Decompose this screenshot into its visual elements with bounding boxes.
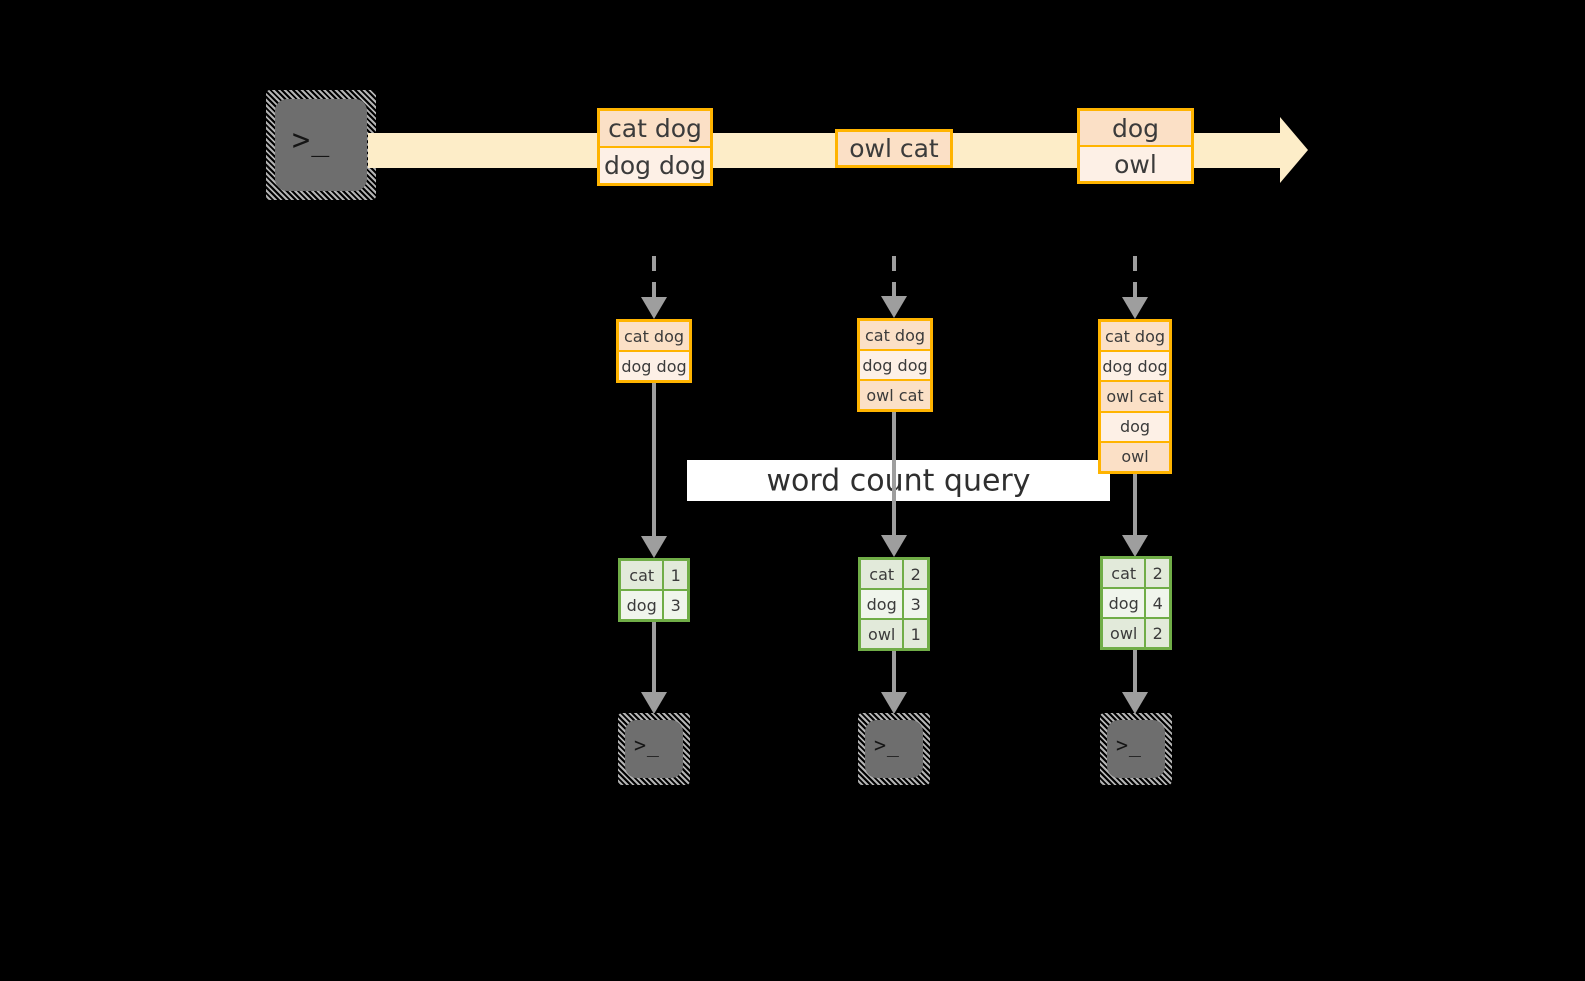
terminal-prompt-glyph: >_ (292, 123, 331, 158)
stream-message-row: dog (1080, 111, 1191, 145)
arrow-line (892, 256, 896, 298)
table-cell-count: 4 (1144, 589, 1169, 617)
terminal-screen (1107, 720, 1165, 778)
log-entry: owl cat (860, 379, 930, 409)
log-snapshot[interactable]: cat dog dog dog (616, 319, 692, 383)
terminal-prompt-glyph: >_ (634, 733, 660, 757)
stream-message[interactable]: owl cat (835, 129, 953, 168)
table-cell-count: 2 (902, 560, 927, 588)
table-cell-count: 1 (902, 620, 927, 648)
table-cell-count: 3 (662, 591, 687, 619)
log-entry: cat dog (860, 321, 930, 349)
arrow-line (892, 651, 896, 694)
result-to-consumer-arrow (641, 622, 667, 714)
result-table[interactable]: cat 2 dog 3 owl 1 (858, 557, 930, 651)
table-cell-word: owl (1103, 619, 1145, 647)
arrow-line (1133, 256, 1137, 299)
table-row: cat 2 (861, 560, 927, 588)
stream-message-row: owl (1080, 145, 1191, 181)
log-snapshot[interactable]: cat dog dog dog owl cat dog owl (1098, 319, 1172, 474)
table-row: cat 2 (1103, 559, 1169, 587)
table-cell-word: dog (861, 590, 903, 618)
result-to-consumer-arrow (881, 651, 907, 714)
query-label: word count query (766, 463, 1031, 498)
arrow-line (652, 622, 656, 694)
terminal-screen (865, 720, 923, 778)
log-to-result-arrow (1122, 474, 1148, 557)
table-cell-count: 2 (1144, 559, 1169, 587)
arrow-line (1133, 650, 1137, 694)
event-stream-arrowhead (1280, 117, 1308, 183)
stream-message-row: owl cat (838, 132, 950, 165)
log-entry: owl (1101, 440, 1169, 472)
table-row: dog 4 (1103, 587, 1169, 617)
stream-message[interactable]: dog owl (1077, 108, 1194, 184)
consumer-terminal-icon: >_ (618, 713, 690, 785)
terminal-screen (625, 720, 683, 778)
arrow-head-icon (1122, 535, 1148, 557)
arrow-head-icon (1122, 297, 1148, 319)
log-entry: dog dog (860, 349, 930, 379)
table-row: dog 3 (621, 589, 687, 619)
log-entry: owl cat (1101, 380, 1169, 411)
arrow-head-icon (641, 536, 667, 558)
table-cell-word: owl (861, 620, 903, 648)
log-to-result-arrow (881, 412, 907, 557)
log-entry: dog (1101, 410, 1169, 441)
stream-message[interactable]: cat dog dog dog (597, 108, 713, 186)
arrow-line (892, 412, 896, 537)
arrow-head-icon (881, 296, 907, 318)
table-row: cat 1 (621, 561, 687, 589)
log-snapshot[interactable]: cat dog dog dog owl cat (857, 318, 933, 412)
query-label-band: word count query (687, 460, 1110, 501)
arrow-head-icon (641, 692, 667, 714)
table-cell-word: cat (621, 561, 663, 589)
table-cell-count: 3 (902, 590, 927, 618)
consumer-terminal-icon: >_ (858, 713, 930, 785)
arrow-head-icon (881, 535, 907, 557)
consumer-terminal-icon: >_ (1100, 713, 1172, 785)
stream-to-log-arrow (881, 256, 907, 318)
producer-terminal-icon: >_ (266, 90, 376, 200)
table-cell-count: 1 (662, 561, 687, 589)
table-row: owl 1 (861, 618, 927, 648)
log-entry: dog dog (1101, 350, 1169, 381)
stream-message-row: dog dog (600, 146, 710, 183)
arrow-head-icon (881, 692, 907, 714)
arrow-head-icon (641, 297, 667, 319)
table-cell-word: dog (1103, 589, 1145, 617)
terminal-prompt-glyph: >_ (874, 733, 900, 757)
log-to-result-arrow (641, 383, 667, 558)
table-cell-count: 2 (1144, 619, 1169, 647)
stream-to-log-arrow (641, 256, 667, 319)
stream-message-row: cat dog (600, 111, 710, 146)
table-row: owl 2 (1103, 617, 1169, 647)
log-entry: dog dog (619, 350, 689, 380)
stream-to-log-arrow (1122, 256, 1148, 319)
terminal-prompt-glyph: >_ (1116, 733, 1142, 757)
table-cell-word: cat (1103, 559, 1145, 587)
arrow-head-icon (1122, 692, 1148, 714)
table-cell-word: cat (861, 560, 903, 588)
table-cell-word: dog (621, 591, 663, 619)
log-entry: cat dog (1101, 322, 1169, 351)
arrow-line (652, 383, 656, 538)
arrow-line (652, 256, 656, 299)
terminal-screen (275, 99, 367, 191)
result-table[interactable]: cat 2 dog 4 owl 2 (1100, 556, 1172, 650)
result-table[interactable]: cat 1 dog 3 (618, 558, 690, 622)
result-to-consumer-arrow (1122, 650, 1148, 714)
arrow-line (1133, 474, 1137, 537)
table-row: dog 3 (861, 588, 927, 618)
log-entry: cat dog (619, 322, 689, 350)
